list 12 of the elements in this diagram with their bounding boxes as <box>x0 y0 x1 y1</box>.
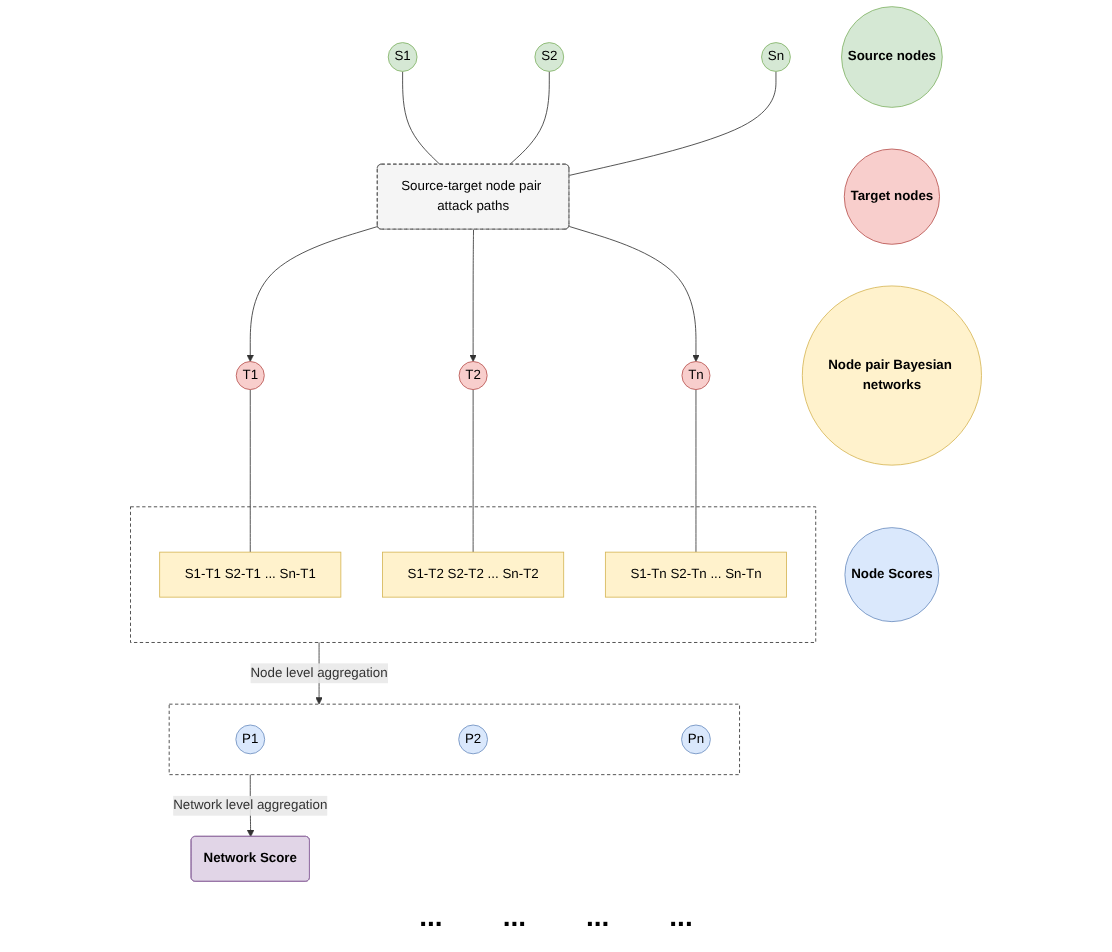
ellipsis-mark: ... <box>586 900 610 932</box>
cluster <box>130 506 817 643</box>
connector <box>568 71 777 176</box>
ellipsis-mark: ... <box>502 900 526 932</box>
connector <box>695 389 697 553</box>
cluster <box>168 703 740 776</box>
connector <box>249 389 251 553</box>
connector <box>402 71 441 165</box>
ellipsis-mark: ... <box>669 900 693 932</box>
ellipsis-mark: ... <box>419 900 443 932</box>
connector <box>509 71 550 165</box>
connector <box>472 389 474 553</box>
